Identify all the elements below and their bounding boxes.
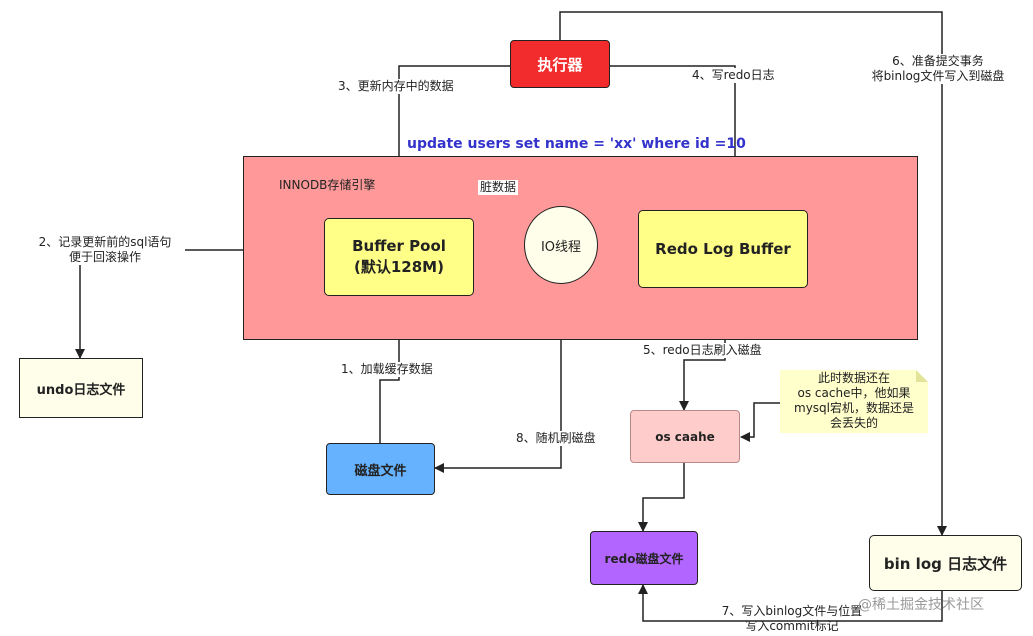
label-step5: 5、redo日志刷入磁盘 xyxy=(643,343,762,358)
binlog-file-box[interactable]: bin log 日志文件 xyxy=(869,535,1022,591)
executor-label: 执行器 xyxy=(537,55,583,74)
arrow-step2 xyxy=(75,249,243,359)
binlog-file-label: bin log 日志文件 xyxy=(883,554,1008,573)
sql-statement: update users set name = 'xx' where id =1… xyxy=(407,136,746,152)
label-step3: 3、更新内存中的数据 xyxy=(338,79,454,94)
buffer-pool-title: Buffer Pool xyxy=(352,237,446,255)
arrow-step8 xyxy=(434,284,562,473)
undo-log-file-box[interactable]: undo日志文件 xyxy=(19,358,143,418)
redo-log-buffer-box[interactable]: Redo Log Buffer xyxy=(638,210,808,288)
arrow-oscache-redo xyxy=(638,463,685,532)
engine-title: INNODB存储引擎 xyxy=(279,178,376,192)
label-step4: 4、写redo日志 xyxy=(692,68,775,83)
label-step7: 7、写入binlog文件与位置 写入commit标记 xyxy=(712,604,872,634)
io-thread-label: IO线程 xyxy=(540,239,582,255)
watermark: @稀土掘金技术社区 xyxy=(858,597,984,613)
os-cache-label: os caahe xyxy=(655,429,715,444)
label-step7-line2: 写入commit标记 xyxy=(745,619,839,633)
note-line3: mysql宕机，数据还是 xyxy=(794,401,914,415)
sticky-note-text: 此时数据还在 os cache中，他如果 mysql宕机，数据还是 会丢失的 xyxy=(780,371,928,431)
arrow-step7 xyxy=(638,584,943,622)
label-step6: 6、准备提交事务 将binlog文件写入到磁盘 xyxy=(858,54,1018,84)
label-step1: 1、加载缓存数据 xyxy=(341,362,433,377)
sticky-note xyxy=(780,370,928,433)
redo-disk-file-label: redo磁盘文件 xyxy=(604,551,684,566)
note-line2: os cache中，他如果 xyxy=(797,386,911,400)
label-dirty-data: 脏数据 xyxy=(478,180,519,195)
label-step6-line2: 将binlog文件写入到磁盘 xyxy=(871,69,1005,83)
redo-log-buffer-label: Redo Log Buffer xyxy=(655,240,791,258)
buffer-pool-box[interactable]: Buffer Pool (默认128M) xyxy=(324,218,474,296)
label-step8: 8、随机刷磁盘 xyxy=(516,431,596,446)
label-step2: 2、记录更新前的sql语句 便于回滚操作 xyxy=(25,235,185,265)
arrow-note xyxy=(740,402,780,442)
executor-box[interactable]: 执行器 xyxy=(510,40,610,88)
os-cache-box[interactable]: os caahe xyxy=(630,410,740,463)
note-line4: 会丢失的 xyxy=(829,416,878,430)
label-step7-line1: 7、写入binlog文件与位置 xyxy=(721,604,863,619)
label-step2-line2: 便于回滚操作 xyxy=(68,250,141,264)
undo-log-file-label: undo日志文件 xyxy=(36,382,126,398)
disk-file-box[interactable]: 磁盘文件 xyxy=(326,443,435,495)
label-step6-line1: 6、准备提交事务 xyxy=(892,54,984,68)
label-step2-line1: 2、记录更新前的sql语句 xyxy=(38,235,172,249)
arrow-step6 xyxy=(559,11,947,536)
disk-file-label: 磁盘文件 xyxy=(354,463,407,479)
redo-disk-file-box[interactable]: redo磁盘文件 xyxy=(590,531,698,585)
io-thread-circle[interactable]: IO线程 xyxy=(524,206,598,284)
note-line1: 此时数据还在 xyxy=(817,371,890,385)
buffer-pool-size: (默认128M) xyxy=(354,258,444,276)
